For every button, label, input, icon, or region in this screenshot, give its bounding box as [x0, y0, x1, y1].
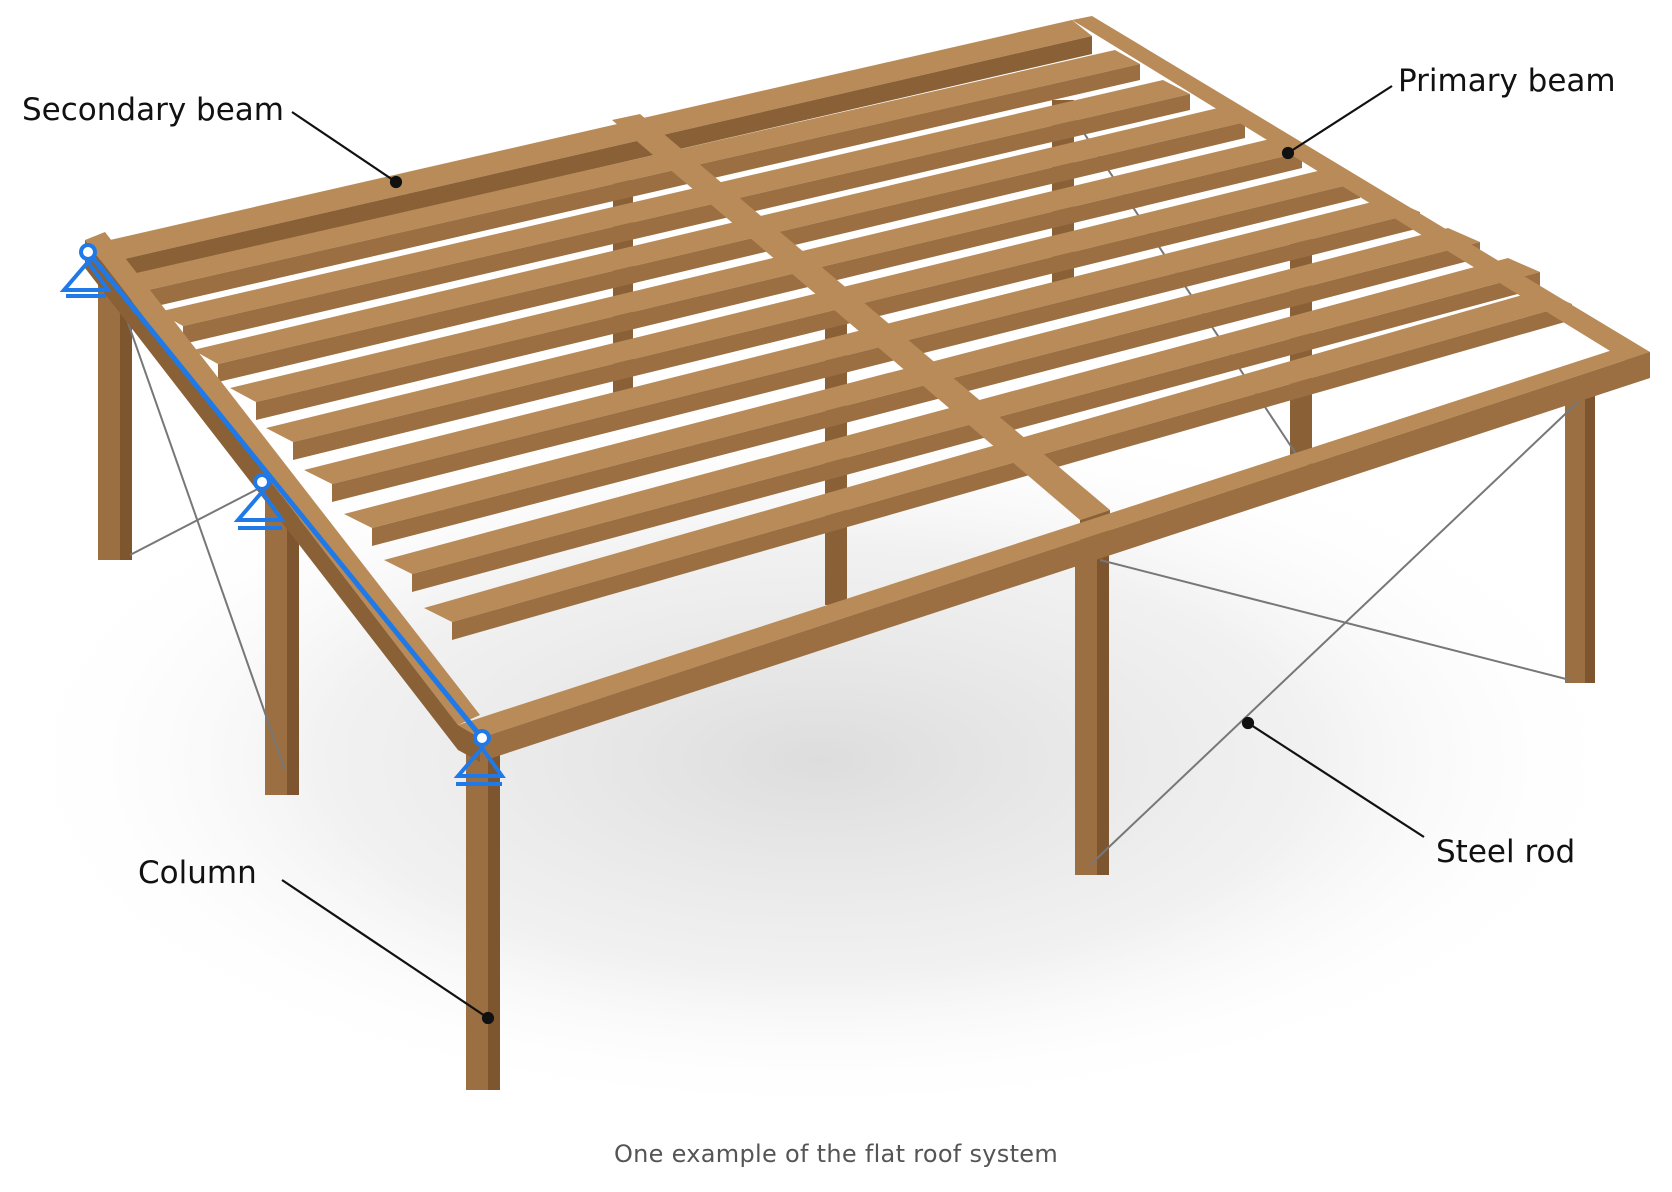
secondary-beam: [452, 304, 1572, 640]
primary-beams: [85, 16, 1650, 762]
secondary-beam: [120, 36, 1092, 278]
primary-beam: [458, 725, 480, 762]
column: [1075, 555, 1097, 875]
leader-lines: [281, 85, 1425, 1025]
column: [466, 745, 488, 1090]
secondary-beam-label: Secondary beam: [22, 92, 284, 128]
secondary-beam: [372, 242, 1480, 546]
primary-beam: [1072, 16, 1650, 362]
secondary-beam: [293, 182, 1360, 460]
secondary-beam: [412, 272, 1540, 592]
primary-beam: [480, 352, 1650, 762]
secondary-beam: [218, 122, 1245, 382]
roller-support-icon: [453, 729, 506, 786]
secondary-beam: [88, 20, 1092, 260]
secondary-beam: [123, 50, 1140, 290]
secondary-beam: [148, 64, 1140, 308]
primary-beam: [85, 232, 480, 725]
primary-beam: [85, 240, 458, 750]
secondary-beam: [230, 138, 1302, 402]
column: [287, 495, 299, 795]
column: [488, 745, 500, 1090]
primary-beam-label: Primary beam: [1398, 63, 1616, 99]
secondary-beam: [158, 80, 1190, 326]
secondary-beam: [183, 94, 1190, 344]
primary-beam: [458, 345, 1650, 738]
secondary-beam: [256, 152, 1302, 420]
column: [98, 260, 120, 560]
column: [1565, 383, 1585, 683]
column: [265, 495, 287, 795]
pinned-support-icon: [59, 243, 112, 298]
figure-caption: One example of the flat roof system: [613, 1140, 1059, 1168]
front-columns: [98, 260, 1595, 1090]
column: [1585, 383, 1595, 683]
secondary-beam: [344, 228, 1480, 528]
secondary-beam: [266, 168, 1360, 442]
flat-roof-diagram: Secondary beam Primary beam Column Steel…: [0, 16, 1650, 1120]
secondary-beam: [424, 290, 1572, 622]
column: [120, 260, 132, 560]
roller-support-icon: [233, 473, 286, 530]
steel-rod-label: Steel rod: [1436, 834, 1575, 870]
primary-beam: [612, 114, 1110, 520]
ground-shadow: [0, 400, 1640, 1120]
column-label: Column: [138, 855, 257, 891]
secondary-beam: [193, 108, 1245, 364]
support-line: [85, 249, 485, 741]
secondary-beam: [304, 198, 1420, 484]
secondary-beam: [332, 212, 1420, 502]
column: [1097, 555, 1109, 875]
